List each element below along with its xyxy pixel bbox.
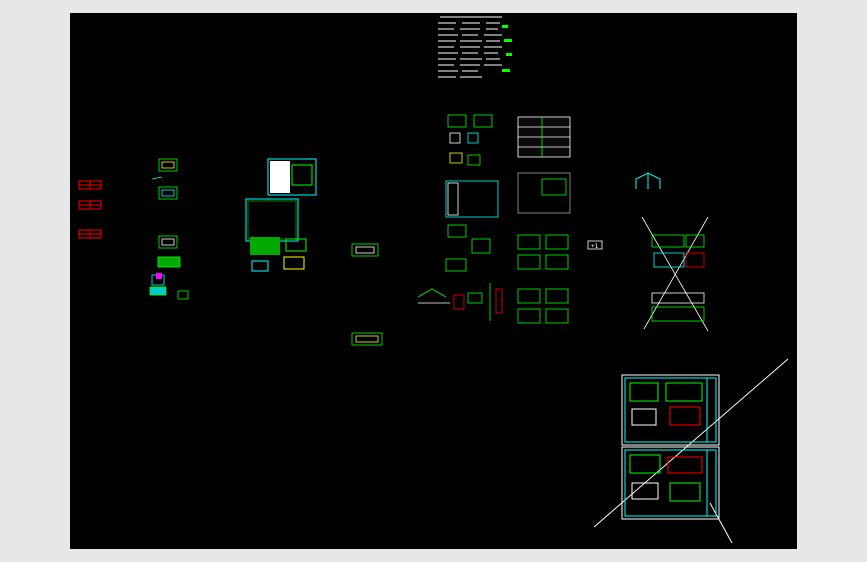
sheet-group-a	[245, 158, 317, 272]
notes-highlights	[502, 25, 512, 72]
left-plan-group	[149, 158, 189, 300]
crosshair-marker	[587, 240, 603, 250]
cad-drawing	[78, 16, 789, 544]
red-symbol-group	[78, 180, 102, 239]
crosshair-label: +1	[591, 243, 599, 250]
right-section-group	[641, 216, 709, 332]
sheet-set-group	[593, 358, 789, 544]
ucs-icon[interactable]	[635, 172, 661, 189]
middle-plan-group	[351, 243, 383, 346]
notes-block	[438, 16, 502, 78]
detail-cluster	[417, 114, 571, 324]
drawing-viewport[interactable]: +1	[70, 13, 797, 549]
